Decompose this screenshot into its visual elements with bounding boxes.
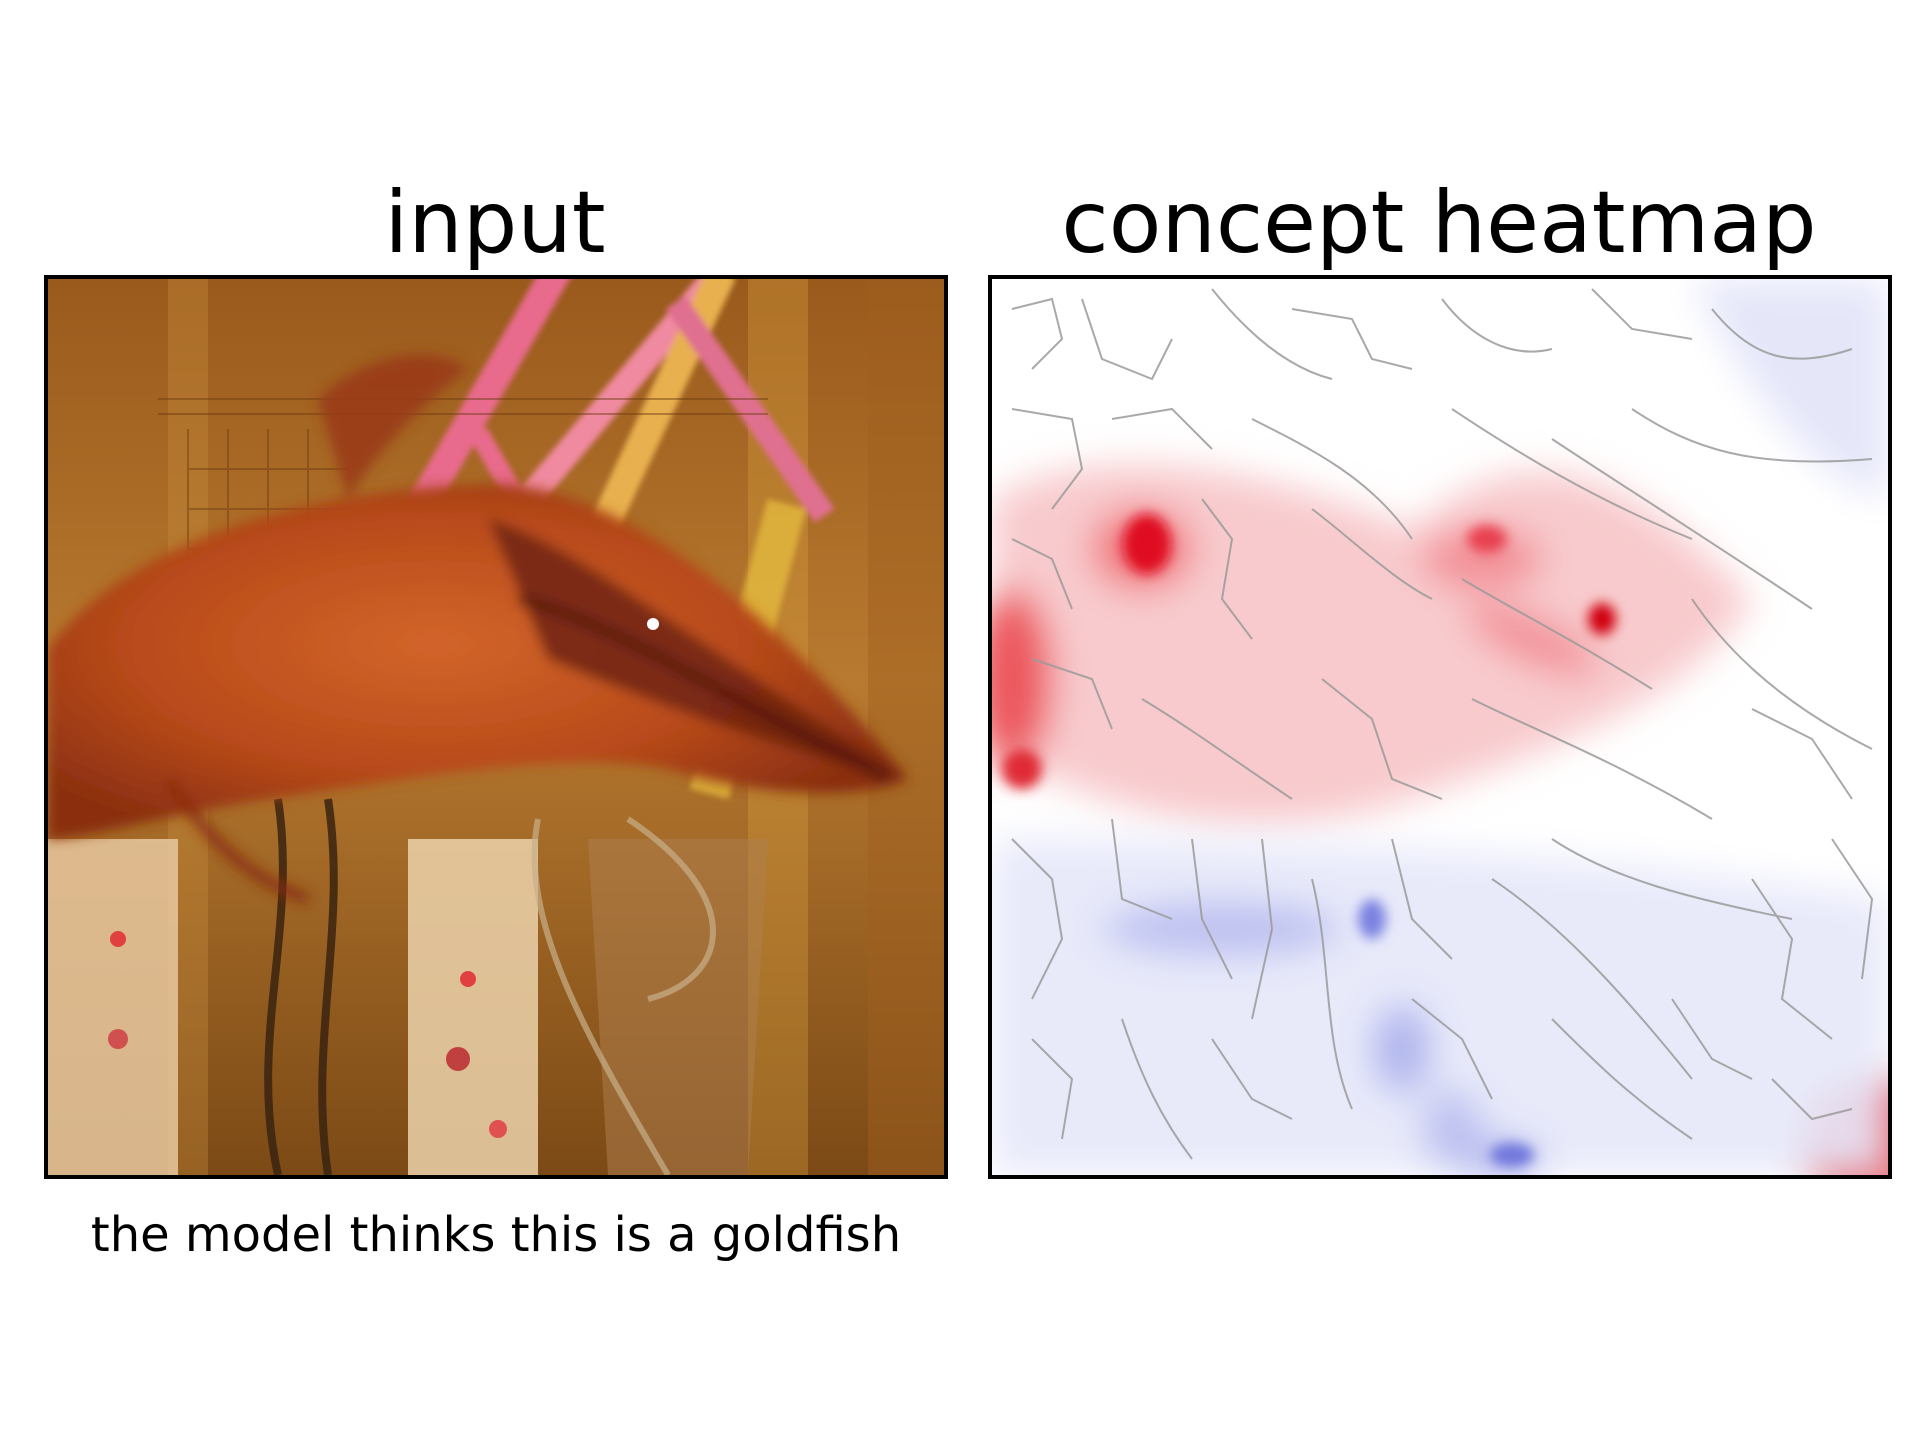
heatmap-edge-overlay	[1011, 288, 1874, 1160]
heatmap-negative-region	[992, 279, 1888, 1175]
input-panel-title: input	[384, 173, 606, 273]
photo-fish	[48, 354, 908, 905]
heatmap-image	[992, 279, 1888, 1175]
heatmap-panel-title: concept heatmap	[1061, 173, 1817, 273]
photo-cables	[264, 798, 338, 1175]
heatmap-frame	[988, 275, 1892, 1179]
input-image-frame	[44, 275, 948, 1179]
prediction-caption: the model thinks this is a goldfish	[90, 1207, 902, 1263]
heatmap-hotspots	[1002, 514, 1616, 1167]
photo-wire	[531, 816, 716, 1175]
photo-cups	[48, 839, 768, 1175]
input-image	[48, 279, 944, 1175]
photo-fish-highlight	[647, 618, 659, 630]
photo-glass-pane	[868, 279, 944, 1175]
